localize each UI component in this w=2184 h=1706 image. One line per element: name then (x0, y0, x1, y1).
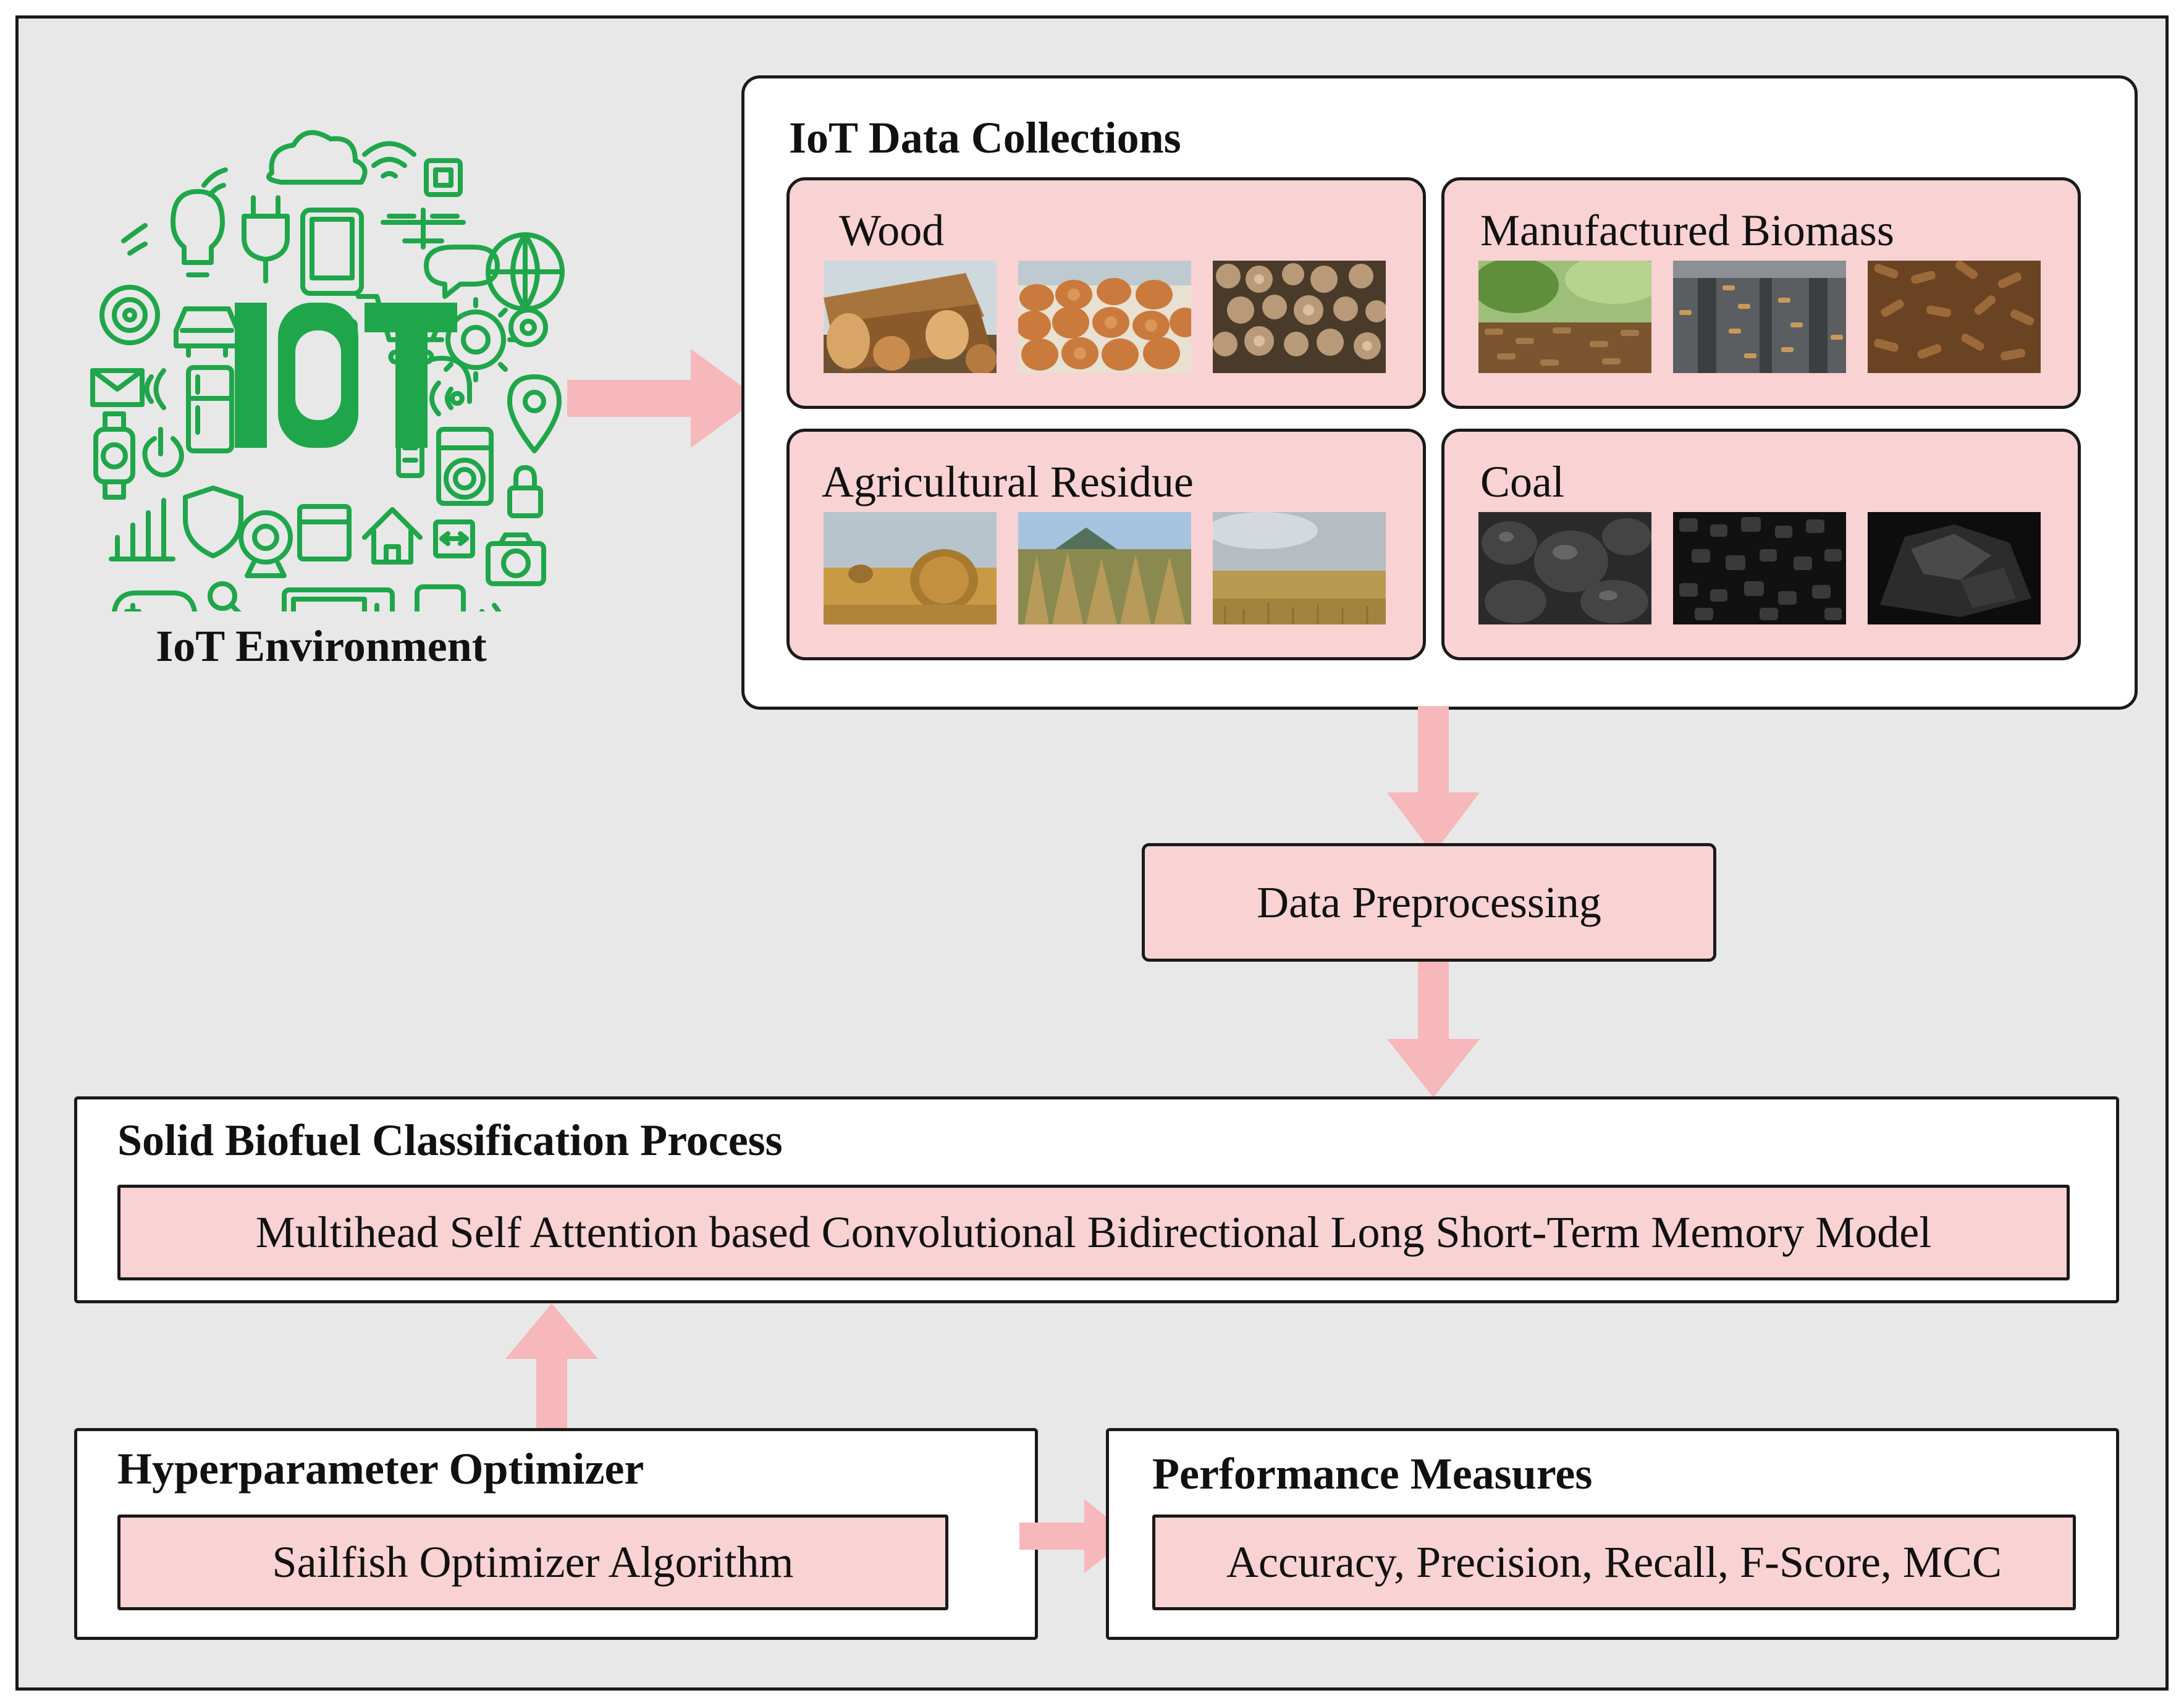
performance-panel: Performance Measures Accuracy, Precision… (1106, 1428, 2119, 1640)
data-collections-title: IoT Data Collections (789, 113, 1181, 162)
arrow-down-to-classification (1387, 962, 1480, 1098)
category-label: Agricultural Residue (822, 457, 1194, 506)
category-wood: Wood (786, 177, 1426, 409)
classification-panel: Solid Biofuel Classification Process Mul… (74, 1096, 2119, 1303)
category-coal: Coal (1441, 429, 2081, 660)
log-pile-thumbnail (824, 261, 997, 373)
iot-devices-icon (90, 130, 565, 705)
category-label: Manufactured Biomass (1480, 206, 1894, 255)
arrow-right-to-collections (567, 349, 759, 448)
category-label: Coal (1480, 457, 1564, 506)
pellets-closeup-thumbnail (1868, 261, 2041, 373)
coal-chunk-thumbnail (1868, 512, 2041, 624)
optimizer-panel: Hyperparameter Optimizer Sailfish Optimi… (74, 1428, 1038, 1640)
category-manufactured-biomass: Manufactured Biomass (1441, 177, 2081, 409)
category-label: Wood (839, 206, 945, 255)
iot-icon-cluster (68, 117, 575, 705)
hay-bales-field-thumbnail (824, 512, 997, 624)
coal-pieces-thumbnail (1673, 512, 1846, 624)
arrow-right-to-performance (1019, 1499, 1131, 1573)
iot-logo-text-icon (235, 303, 457, 448)
classification-title: Solid Biofuel Classification Process (117, 1116, 783, 1165)
iot-environment-label: IoT Environment (156, 621, 487, 671)
stubble-field-thumbnail (1213, 512, 1386, 624)
optimizer-title: Hyperparameter Optimizer (117, 1444, 644, 1494)
stacked-logs-thumbnail (1018, 261, 1191, 373)
category-agricultural-residue: Agricultural Residue (786, 429, 1426, 660)
firewood-stack-thumbnail (1213, 261, 1386, 373)
model-box: Multihead Self Attention based Convoluti… (117, 1185, 2070, 1280)
pellet-machine-thumbnail (1673, 261, 1846, 373)
coal-lumps-thumbnail (1478, 512, 1651, 624)
data-preprocessing-box: Data Preprocessing (1142, 843, 1716, 962)
optimizer-algorithm-box: Sailfish Optimizer Algorithm (117, 1515, 948, 1610)
straw-bundles-thumbnail (1018, 512, 1191, 624)
performance-metrics-box: Accuracy, Precision, Recall, F-Score, MC… (1152, 1515, 2076, 1610)
data-collections-panel: IoT Data Collections Wood (741, 75, 2138, 710)
diagram-frame: IoT Environment IoT Data Collections Woo… (15, 15, 2169, 1691)
arrow-down-to-preprocessing (1387, 706, 1480, 854)
performance-title: Performance Measures (1152, 1449, 1593, 1498)
arrow-up-to-classification (505, 1303, 598, 1442)
pellets-with-leaves-thumbnail (1478, 261, 1651, 373)
